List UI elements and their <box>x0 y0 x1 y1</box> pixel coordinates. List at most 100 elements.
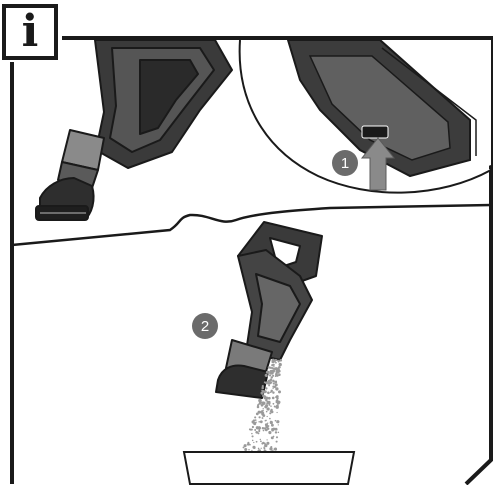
dust-speck <box>275 420 277 422</box>
dust-speck <box>265 420 267 422</box>
dust-speck <box>278 432 279 433</box>
dust-speck <box>276 399 279 402</box>
dust-speck <box>251 450 252 451</box>
dust-speck <box>258 429 260 431</box>
dust-speck <box>272 397 275 400</box>
dust-speck <box>270 409 272 411</box>
dust-speck <box>266 407 269 410</box>
dust-speck <box>278 361 279 362</box>
dust-speck <box>267 416 268 417</box>
dust-speck <box>270 391 272 393</box>
dust-speck <box>272 362 274 364</box>
dust-speck <box>252 440 254 442</box>
dust-speck <box>271 424 274 427</box>
info-icon: i <box>2 4 58 60</box>
dust-speck <box>270 405 272 407</box>
dust-speck <box>251 429 253 431</box>
dust-speck <box>263 404 264 405</box>
dust-speck <box>265 382 267 384</box>
dust-speck <box>261 412 263 414</box>
dust-speck <box>267 381 269 383</box>
dust-speck <box>269 412 271 414</box>
dust-speck <box>266 411 268 413</box>
dust-speck <box>275 362 277 364</box>
dust-speck <box>275 396 277 398</box>
dust-speck <box>262 385 264 387</box>
dust-speck <box>276 412 277 413</box>
dust-speck <box>278 424 279 425</box>
dust-speck <box>260 440 262 442</box>
dust-speck <box>276 422 278 424</box>
dust-speck <box>275 431 277 433</box>
dust-speck <box>270 380 271 381</box>
dust-speck <box>260 439 261 440</box>
dust-speck <box>275 375 277 377</box>
dust-speck <box>276 436 278 438</box>
dust-speck <box>266 376 268 378</box>
step-number: 2 <box>201 318 209 335</box>
dust-speck <box>268 402 271 405</box>
dust-speck <box>262 417 264 419</box>
dust-speck <box>265 428 268 431</box>
dust-speck <box>280 359 283 362</box>
vacuum-handheld-top <box>36 40 232 220</box>
step-badge-1: 1 <box>332 150 358 176</box>
dust-speck <box>273 366 274 367</box>
dust-speck <box>274 360 276 362</box>
dust-speck <box>266 439 267 440</box>
dust-speck <box>254 429 256 431</box>
dust-speck <box>279 363 282 366</box>
dust-speck <box>252 435 254 437</box>
dust-speck <box>252 446 255 449</box>
dust-speck <box>244 448 247 451</box>
dust-speck <box>275 381 278 384</box>
dust-speck <box>277 402 280 405</box>
step-number: 1 <box>341 155 349 172</box>
dust-speck <box>264 395 267 398</box>
dust-speck <box>258 404 259 405</box>
dust-speck <box>264 391 266 393</box>
dust-speck <box>251 433 252 434</box>
dust-speck <box>259 416 261 418</box>
dust-speck <box>270 421 273 424</box>
dust-speck <box>263 415 264 416</box>
dust-speck <box>278 368 280 370</box>
dust-speck <box>254 416 256 418</box>
dust-speck <box>256 441 258 443</box>
dust-speck <box>279 366 281 368</box>
dust-speck <box>275 428 278 431</box>
dust-speck <box>276 374 278 376</box>
dust-speck <box>258 421 260 423</box>
dust-speck <box>272 386 274 388</box>
waste-bin <box>184 452 354 484</box>
dust-speck <box>272 391 274 393</box>
dust-speck <box>260 420 263 423</box>
dust-speck <box>258 448 260 450</box>
detail-callout <box>240 40 491 193</box>
dust-speck <box>273 448 275 450</box>
dust-speck <box>267 391 270 394</box>
dust-speck <box>252 420 255 423</box>
dust-speck <box>261 448 262 449</box>
dust-speck <box>276 406 279 409</box>
dust-speck <box>268 431 271 434</box>
dust-speck <box>264 444 267 447</box>
dust-speck <box>276 360 277 361</box>
step-badge-2: 2 <box>192 313 218 339</box>
dust-speck <box>272 375 274 377</box>
dust-speck <box>278 390 281 393</box>
dust-speck <box>252 426 254 428</box>
dust-speck <box>270 372 273 375</box>
dust-speck <box>269 374 271 376</box>
dust-speck <box>265 399 267 401</box>
dust-speck <box>273 383 275 385</box>
dust-speck <box>262 442 264 444</box>
dust-speck <box>258 411 261 414</box>
dust-speck <box>271 364 273 366</box>
dust-speck <box>264 405 267 408</box>
dust-speck <box>263 408 264 409</box>
dust-speck <box>263 430 265 432</box>
dust-speck <box>244 444 247 447</box>
dust-speck <box>272 388 273 389</box>
